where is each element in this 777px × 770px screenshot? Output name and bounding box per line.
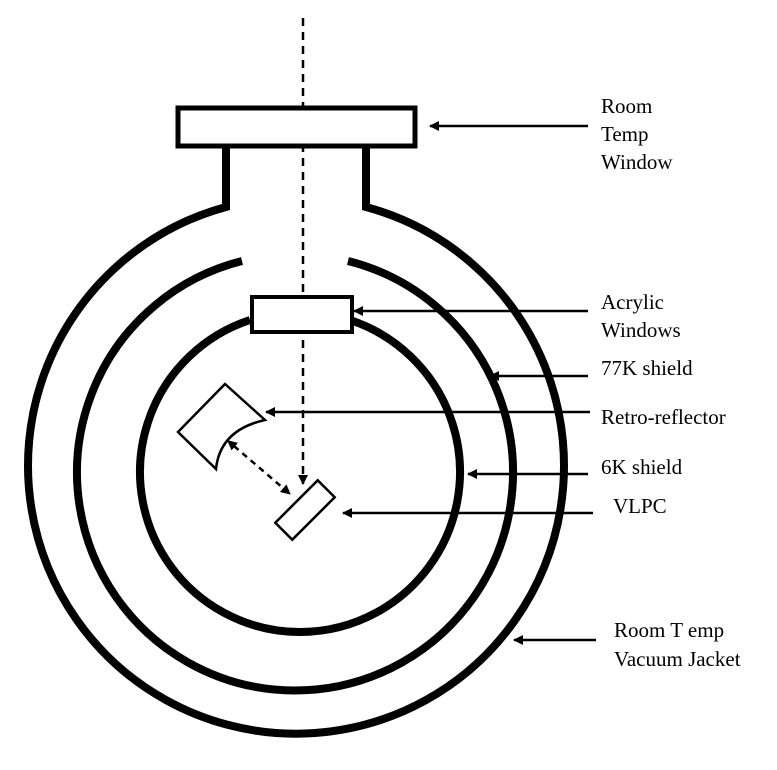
shield-6k-outline	[136, 316, 464, 636]
vlpc-label: VLPC	[613, 494, 667, 518]
room-temp-window-label-line: Temp	[601, 122, 649, 146]
vacuum-jacket-label: Room T emp Vacuum Jacket	[614, 618, 741, 671]
reflector-detector-double-arrow	[227, 440, 291, 495]
retro-reflector	[176, 382, 268, 472]
acrylic-windows-label-line: Windows	[601, 318, 681, 342]
room-temp-window-label-line: Window	[601, 150, 673, 174]
room-temp-window-label-line: Room	[601, 94, 652, 118]
vlpc-detector	[273, 478, 337, 542]
acrylic-windows-label: Acrylic Windows	[601, 290, 681, 342]
vacuum-jacket-label-line: Vacuum Jacket	[614, 647, 741, 671]
retro-reflector-label: Retro-reflector	[601, 405, 726, 429]
room-temp-window-label: Room Temp Window	[601, 94, 673, 174]
acrylic-window	[250, 295, 354, 334]
room-temp-window	[175, 105, 418, 149]
shield-77k-outline	[73, 257, 517, 695]
vacuum-jacket-outline	[24, 148, 568, 738]
vacuum-jacket-label-line: Room T emp	[614, 618, 724, 642]
acrylic-windows-label-line: Acrylic	[601, 290, 664, 314]
shield-6k-label: 6K shield	[601, 455, 683, 479]
shield-77k-label: 77K shield	[601, 356, 693, 380]
